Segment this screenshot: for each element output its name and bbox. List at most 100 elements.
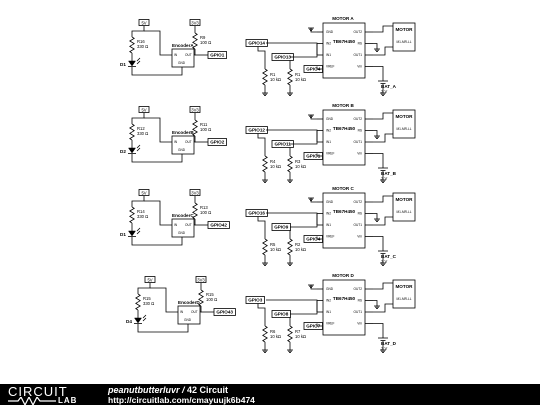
driver-ic-label: TB67H450 bbox=[333, 209, 356, 214]
wire bbox=[131, 113, 145, 124]
led-ray-icon bbox=[136, 60, 141, 65]
pin-gnd: GND bbox=[178, 148, 186, 152]
motor-block bbox=[392, 279, 416, 309]
wire bbox=[131, 154, 183, 163]
wire bbox=[373, 216, 393, 226]
resistor-in2 bbox=[287, 68, 293, 86]
wire bbox=[373, 195, 393, 203]
wire bbox=[290, 44, 318, 58]
wire bbox=[316, 323, 322, 327]
wire bbox=[290, 131, 318, 145]
r-pull-value: 100 Ω bbox=[200, 210, 211, 215]
resistor-logo-icon bbox=[8, 397, 56, 405]
ic-pin-left: IN1 bbox=[326, 223, 331, 227]
wire bbox=[257, 303, 266, 326]
resistor-in2 bbox=[287, 325, 293, 343]
driver-ic bbox=[322, 279, 366, 336]
r-pull-value: 100 Ω bbox=[200, 40, 211, 45]
r-top-value: 330 Ω bbox=[143, 301, 154, 306]
ic-pin-left: IN2 bbox=[326, 299, 331, 303]
resistor-r-top bbox=[129, 36, 135, 54]
motor-sub: M1-MR-LL bbox=[396, 210, 411, 214]
pin-in: IN bbox=[174, 223, 178, 227]
supply-5v-label: 5V bbox=[141, 107, 146, 112]
pin-in: IN bbox=[180, 310, 184, 314]
r-pull-name: R9 bbox=[200, 35, 206, 40]
led-diode-icon bbox=[128, 230, 136, 237]
diode-name: D4 bbox=[126, 319, 132, 324]
res-in2-value: 10 kΩ bbox=[295, 247, 306, 252]
ic-pin-right: OUT1 bbox=[353, 310, 362, 314]
supply-3v3-label: 3V3 bbox=[197, 277, 205, 282]
battery-name: BAT_A bbox=[381, 84, 397, 89]
resistor-in1 bbox=[262, 325, 268, 343]
gpio-vref-tag-label: GPIO4 bbox=[306, 67, 320, 72]
pin-out: OUT bbox=[185, 140, 192, 144]
wire bbox=[373, 236, 384, 251]
wire bbox=[144, 200, 172, 226]
resistor-in2 bbox=[287, 155, 293, 173]
r-pull-name: R13 bbox=[200, 205, 208, 210]
motor-title: MOTOR B bbox=[332, 103, 354, 108]
wire bbox=[373, 303, 393, 313]
led-ray-icon bbox=[136, 147, 141, 152]
r-top-name: R16 bbox=[137, 39, 145, 44]
battery-name: BAT_C bbox=[381, 254, 397, 259]
encoder-label: EncoderC bbox=[172, 213, 194, 218]
pin-gnd: GND bbox=[178, 61, 186, 65]
resistor-in2 bbox=[287, 238, 293, 256]
pin-out: OUT bbox=[185, 53, 192, 57]
battery-value: 3 V bbox=[381, 259, 387, 264]
res-in1-name: R6 bbox=[270, 329, 276, 334]
r-pull-value: 100 Ω bbox=[200, 127, 211, 132]
ic-pin-right: OUT2 bbox=[353, 200, 362, 204]
wire bbox=[373, 25, 393, 33]
author-name[interactable]: peanutbutterluvr bbox=[108, 385, 180, 395]
supply-5v-label: 5V bbox=[141, 190, 146, 195]
encoder-chip bbox=[171, 218, 195, 238]
motor-driver-circuit: MOTOR BTB67H450GNDIN2IN1VREFOUT2RSOUT1Vm… bbox=[245, 103, 416, 183]
r-top-name: R12 bbox=[137, 126, 145, 131]
motor-sub: M1-MR-LL bbox=[396, 127, 411, 131]
motor-title: MOTOR D bbox=[332, 273, 354, 278]
gpio-vref-tag bbox=[303, 152, 323, 160]
r-pull-value: 100 Ω bbox=[206, 297, 217, 302]
motor-block bbox=[392, 109, 416, 139]
supply-3v3-label: 3V3 bbox=[191, 190, 199, 195]
circuit-url[interactable]: http://circuitlab.com/cmayuujk6b474 bbox=[108, 395, 255, 405]
supply-3v3-label: 3V3 bbox=[191, 20, 199, 25]
resistor-r-pull bbox=[198, 289, 204, 307]
r-top-value: 330 Ω bbox=[137, 131, 148, 136]
resistor-r-top bbox=[135, 293, 141, 311]
led-ray-icon bbox=[142, 317, 147, 322]
wire bbox=[131, 26, 145, 37]
r-top-value: 330 Ω bbox=[137, 44, 148, 49]
supply-5v-label: 5V bbox=[147, 277, 152, 282]
driver-ic bbox=[322, 22, 366, 79]
battery-name: BAT_B bbox=[381, 171, 397, 176]
supply-5v-label: 5V bbox=[141, 20, 146, 25]
wire bbox=[131, 237, 183, 246]
ic-pin-left: VREF bbox=[326, 322, 335, 326]
r-top-name: R15 bbox=[143, 296, 151, 301]
led-ray-icon bbox=[142, 314, 147, 319]
gpio-in2-tag-label: GPIO9 bbox=[274, 225, 288, 230]
author-title-line: peanutbutterluvr / 42 Circuit bbox=[108, 385, 228, 395]
ic-pin-right: Vm bbox=[357, 235, 362, 239]
diode-name: D1 bbox=[120, 62, 126, 67]
ic-pin-right: Vm bbox=[357, 65, 362, 69]
circuitlab-logo[interactable]: CIRCUIT LAB bbox=[8, 385, 92, 405]
gpio-in2-tag-label: GPIO13 bbox=[274, 55, 291, 60]
led-ray-icon bbox=[136, 227, 141, 232]
supply-5v bbox=[138, 189, 150, 196]
wire bbox=[137, 283, 151, 294]
supply-3v3 bbox=[189, 106, 201, 113]
ic-pin-left: IN2 bbox=[326, 212, 331, 216]
supply-5v bbox=[138, 106, 150, 113]
led-diode-icon bbox=[128, 60, 136, 67]
